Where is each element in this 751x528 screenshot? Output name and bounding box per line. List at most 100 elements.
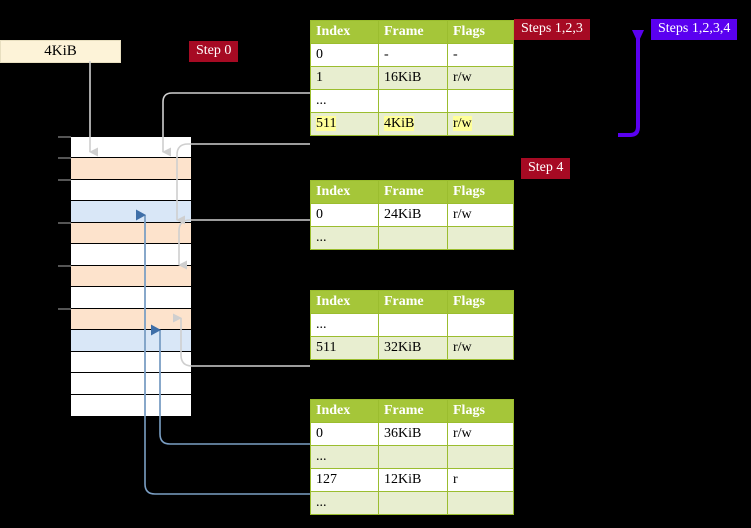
table-cell: ...	[310, 491, 379, 515]
table-cell: 127	[310, 468, 379, 492]
table-cell-text: ...	[316, 316, 327, 332]
table-cell-text: ...	[316, 494, 327, 510]
column-header-frame: Frame	[378, 20, 448, 44]
column-header-flags: Flags	[447, 290, 514, 314]
table-cell-text: r/w	[453, 206, 472, 222]
table-cell: 511	[310, 336, 379, 360]
memory-row-tick	[58, 178, 71, 181]
column-header-frame: Frame	[378, 290, 448, 314]
table-cell-text: 0	[316, 46, 323, 62]
frame-size-box: 4KiB	[0, 40, 121, 63]
table-cell	[378, 313, 448, 337]
table-cell: 511	[310, 112, 379, 136]
memory-frame-row	[71, 287, 191, 309]
memory-frame-row	[71, 308, 191, 331]
table-row: 0--	[310, 43, 514, 67]
table-cell-text: 511	[316, 115, 337, 131]
table-cell: ...	[310, 313, 379, 337]
table-cell	[378, 89, 448, 113]
table-cell-text: 0	[316, 425, 323, 441]
table-cell: r/w	[447, 422, 514, 446]
table-cell	[447, 445, 514, 469]
memory-row-tick	[58, 136, 71, 138]
memory-frame-row	[71, 373, 191, 395]
memory-frame-row	[71, 158, 191, 180]
table-cell-text: ...	[316, 92, 327, 108]
table-cell: ...	[310, 445, 379, 469]
table-cell	[447, 226, 514, 250]
table-row: 511 4KiB r/w	[310, 112, 514, 136]
table-cell-text: ...	[316, 448, 327, 464]
table-cell: 36KiB	[378, 422, 448, 446]
table-cell-text: -	[384, 46, 389, 62]
memory-frame-row	[71, 394, 191, 416]
memory-row-tick	[58, 264, 71, 267]
table-row: ...	[310, 491, 514, 515]
step-0-label: Step 0	[189, 41, 239, 62]
memory-row-tick	[58, 307, 71, 310]
table-cell-text: 4KiB	[384, 115, 415, 131]
connector-table1-row511	[176, 143, 310, 225]
table-cell-text: 12KiB	[384, 471, 422, 487]
memory-frame-row	[71, 265, 191, 288]
table-row: 511 32KiB r/w	[310, 336, 514, 360]
table-row: 127 12KiB r	[310, 468, 514, 492]
table-cell-text: 16KiB	[384, 69, 422, 85]
physical-memory-column	[70, 136, 191, 416]
column-header-index: Index	[310, 20, 379, 44]
table-cell: -	[378, 43, 448, 67]
table-cell: 0	[310, 203, 379, 227]
column-header-flags: Flags	[447, 180, 514, 204]
table-cell: 4KiB	[378, 112, 448, 136]
table-cell: ...	[310, 89, 379, 113]
column-header-index: Index	[310, 180, 379, 204]
column-header-frame: Frame	[378, 399, 448, 423]
memory-row-tick	[58, 221, 71, 224]
table-cell	[378, 226, 448, 250]
table-cell: 1	[310, 66, 379, 90]
memory-row-tick	[58, 157, 71, 160]
step-4-label: Step 4	[521, 158, 571, 179]
table-row: 0 36KiB r/w	[310, 422, 514, 446]
column-header-frame: Frame	[378, 180, 448, 204]
table-cell: r/w	[447, 203, 514, 227]
table-cell-text: ...	[316, 229, 327, 245]
table-cell-text: 0	[316, 206, 323, 222]
table-cell-text: r/w	[453, 339, 472, 355]
frame-size-label: 4KiB	[44, 43, 77, 59]
table-cell: 32KiB	[378, 336, 448, 360]
table-cell	[447, 313, 514, 337]
table-cell: r	[447, 468, 514, 492]
table-row: 0 24KiB r/w	[310, 203, 514, 227]
table-cell-text: r	[453, 471, 458, 487]
table-cell: r/w	[447, 112, 514, 136]
table-cell	[378, 445, 448, 469]
table-cell: 16KiB	[378, 66, 448, 90]
memory-frame-row	[71, 222, 191, 245]
table-cell-text: 511	[316, 339, 337, 355]
memory-frame-row	[71, 179, 191, 202]
table-cell: r/w	[447, 336, 514, 360]
memory-frame-row	[71, 244, 191, 266]
table-cell: 24KiB	[378, 203, 448, 227]
table-cell	[447, 491, 514, 515]
table-cell: 0	[310, 422, 379, 446]
table-cell: 0	[310, 43, 379, 67]
memory-frame-row	[71, 201, 191, 223]
steps-1234-label: Steps 1,2,3,4	[651, 19, 738, 40]
table-cell-text: 24KiB	[384, 206, 422, 222]
steps-123-label: Steps 1,2,3	[514, 19, 590, 40]
table-cell-text: 36KiB	[384, 425, 422, 441]
column-header-flags: Flags	[447, 399, 514, 423]
connector-table2-row0	[178, 219, 310, 270]
table-row: ...	[310, 89, 514, 113]
